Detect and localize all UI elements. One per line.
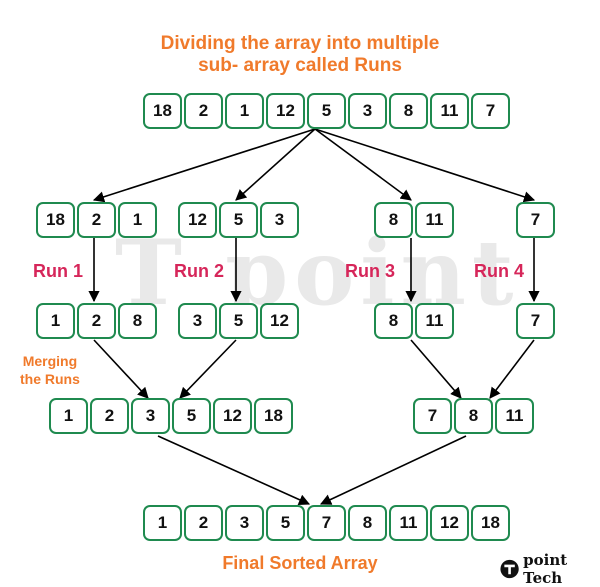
array-cell: 8 xyxy=(374,303,413,339)
array-cell: 1 xyxy=(36,303,75,339)
arrow-merge-run2 xyxy=(179,339,237,399)
array-cell: 2 xyxy=(184,505,223,541)
array-cell: 3 xyxy=(260,202,299,238)
merging-label: Merging the Runs xyxy=(20,352,80,388)
array-cell: 5 xyxy=(172,398,211,434)
arrow-final-right xyxy=(319,435,467,505)
array-cell: 7 xyxy=(471,93,510,129)
tpoint-logo-icon xyxy=(500,559,519,579)
array-cell: 18 xyxy=(143,93,182,129)
merging-label-line-2: the Runs xyxy=(20,371,80,387)
array-cell: 18 xyxy=(471,505,510,541)
arrow-split-run3 xyxy=(314,128,412,201)
array-cell: 5 xyxy=(219,202,258,238)
array-cell: 3 xyxy=(178,303,217,339)
array-cell: 5 xyxy=(219,303,258,339)
array-cell: 1 xyxy=(225,93,264,129)
array-cell: 8 xyxy=(118,303,157,339)
array-cell: 8 xyxy=(374,202,413,238)
array-cell: 3 xyxy=(225,505,264,541)
arrow-merge-run1 xyxy=(93,339,149,399)
array-cell: 1 xyxy=(49,398,88,434)
array-cell: 3 xyxy=(131,398,170,434)
array-cell: 18 xyxy=(254,398,293,434)
sorted-run4-array: 7 xyxy=(516,303,555,339)
run4-label: Run 4 xyxy=(474,261,525,281)
array-cell: 8 xyxy=(389,93,428,129)
array-cell: 1 xyxy=(143,505,182,541)
array-cell: 11 xyxy=(415,202,454,238)
brand-logo: point Tech xyxy=(500,551,600,587)
diagram-title-line-2: sub- array called Runs xyxy=(198,55,402,76)
array-cell: 12 xyxy=(213,398,252,434)
array-cell: 2 xyxy=(90,398,129,434)
array-cell: 7 xyxy=(516,202,555,238)
run4-array: 7 xyxy=(516,202,555,238)
array-cell: 11 xyxy=(389,505,428,541)
array-cell: 1 xyxy=(118,202,157,238)
array-cell: 3 xyxy=(348,93,387,129)
array-cell: 12 xyxy=(266,93,305,129)
arrow-split-run4 xyxy=(314,128,536,203)
array-cell: 2 xyxy=(184,93,223,129)
array-cell: 5 xyxy=(266,505,305,541)
run2-label: Run 2 xyxy=(174,261,225,281)
arrow-merge-run3 xyxy=(410,339,462,399)
array-cell: 8 xyxy=(348,505,387,541)
brand-logo-text: point Tech xyxy=(523,551,568,587)
array-cell: 11 xyxy=(415,303,454,339)
final-sorted-label: Final Sorted Array xyxy=(222,553,378,573)
array-cell: 2 xyxy=(77,202,116,238)
run3-label: Run 3 xyxy=(345,261,396,281)
array-cell: 7 xyxy=(307,505,346,541)
arrow-split-run1 xyxy=(92,128,316,203)
arrow-final-left xyxy=(157,435,311,505)
array-cell: 12 xyxy=(178,202,217,238)
array-cell: 11 xyxy=(495,398,534,434)
arrow-merge-run4 xyxy=(489,339,535,399)
array-cell: 11 xyxy=(430,93,469,129)
array-cell: 2 xyxy=(77,303,116,339)
merging-label-line-1: Merging xyxy=(22,353,78,369)
array-cell: 8 xyxy=(454,398,493,434)
array-cell: 5 xyxy=(307,93,346,129)
diagram-title-line-1: Dividing the array into multiple xyxy=(160,33,440,54)
array-cell: 7 xyxy=(413,398,452,434)
arrow-split-run2 xyxy=(235,128,316,201)
run1-label: Run 1 xyxy=(33,261,84,281)
array-cell: 18 xyxy=(36,202,75,238)
array-cell: 12 xyxy=(430,505,469,541)
array-cell: 7 xyxy=(516,303,555,339)
array-cell: 12 xyxy=(260,303,299,339)
